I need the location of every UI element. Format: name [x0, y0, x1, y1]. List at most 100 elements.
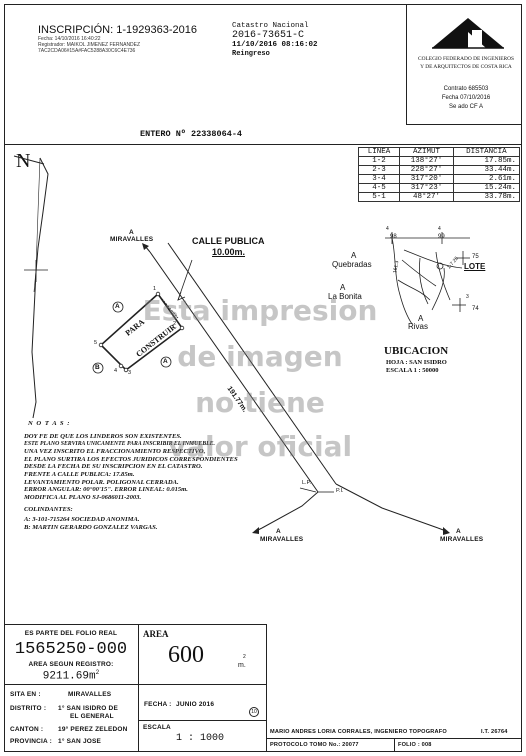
azimuth-table: LINEA AZIMUT DISTANCIA 1-2 138°27' 17.85… — [357, 147, 521, 202]
note-line: FRENTE A CALLE PUBLICA: 17.85m. — [24, 470, 135, 478]
location-labonita-a: A — [340, 283, 346, 292]
college-seal: Se ado CF A — [448, 104, 484, 110]
vertex-3-label: 3 — [128, 370, 132, 376]
watermark-line-2: de imagen — [177, 340, 343, 373]
note-line: DOY FE DE QUE LOS LINDEROS SON EXISTENTE… — [24, 433, 182, 440]
footer-col-divider-1 — [138, 624, 139, 752]
vertex-4-marker — [118, 363, 124, 369]
location-grid-4a: 4 — [386, 226, 389, 232]
miravalles-top-a: A — [129, 229, 134, 236]
sheet-number: 10 — [251, 709, 257, 715]
college-logo-icon — [432, 18, 504, 49]
azimuth-distance: 33.78m. — [452, 192, 521, 202]
location-lote-label: LOTE — [464, 262, 486, 271]
miravalles-top-label: MIRAVALLES — [110, 236, 154, 243]
folio-real-label: ES PARTE DEL FOLIO REAL — [24, 630, 118, 637]
vertex-4-label: 4 — [114, 368, 118, 374]
colindante-b-text: B: MARTIN GERARDO GONZALEZ VARGAS. — [24, 524, 158, 531]
college-date: Fecha 07/10/2016 — [441, 95, 491, 101]
footer-mid-line — [4, 684, 266, 685]
area-registro-sup: 2 — [95, 669, 100, 676]
note-line: ERROR ANGULAR: 00°00'15". ERROR LINEAL: … — [24, 486, 188, 494]
lot-frontage — [157, 293, 179, 319]
calle-arrow — [177, 291, 186, 301]
folio-real-number: 1565250-000 — [14, 640, 128, 659]
escala-value: 1 : 1000 — [176, 733, 225, 744]
inscription-title: INSCRIPCIÓN: 1-1929363-2016 — [38, 24, 197, 36]
vertex-5-label: 5 — [94, 340, 98, 346]
escala-label: ESCALA — [143, 724, 171, 731]
footer-folio-divider — [394, 738, 395, 752]
north-label: N — [16, 150, 31, 172]
ubicacion-hoja: HOJA : SAN ISIDRO — [386, 359, 447, 366]
college-name-line2: Y DE ARQUITECTOS DE COSTA RICA — [420, 64, 512, 70]
watermark-line-3: no tiene — [195, 386, 325, 419]
road-edge-right — [167, 242, 337, 485]
inscription-registrar: Registrador: MAIKOL JIMENEZ FERNANDEZ — [38, 42, 141, 48]
fecha-value: JUNIO 2016 — [176, 701, 215, 708]
pi-label: P.I. — [336, 488, 344, 494]
ubicacion-title: UBICACION — [384, 345, 449, 357]
vertex-2-marker — [179, 325, 185, 331]
location-quebradas-a: A — [351, 251, 357, 260]
colindante-a-circle-2 — [160, 356, 172, 368]
location-labonita: La Bonita — [328, 292, 362, 301]
area-registro-number: 9211.69m — [42, 670, 96, 683]
miravalles-left-label: MIRAVALLES — [260, 536, 304, 543]
colindante-a-label-1: A — [115, 303, 120, 310]
footer-escala-line — [138, 720, 266, 721]
site-plan-drawing — [92, 232, 470, 535]
provincia-label: PROVINCIA : — [10, 738, 53, 745]
location-map — [385, 232, 470, 325]
colindante-a-circle-1 — [112, 301, 124, 313]
road-arrow-right-head — [443, 527, 450, 535]
colindantes-title: COLINDANTES: — [24, 506, 73, 513]
distrito-value-2: EL GENERAL — [70, 713, 114, 720]
area-registro-value: 9211.69m2 — [8, 669, 134, 683]
north-arrow-icon — [13, 155, 49, 419]
colindante-a-text: A: 3-101-715264 SOCIEDAD ANONIMA. — [24, 516, 140, 523]
area-registro-label: AREA SEGUN REGISTRO: — [28, 661, 114, 668]
vertex-1-label: 1 — [153, 286, 157, 292]
college-contract: Contrato 685503 — [443, 86, 489, 92]
vertex-1-marker — [155, 291, 161, 297]
college-box-bottom — [406, 124, 522, 125]
area-label: AREA — [143, 629, 169, 639]
ubicacion-escala: ESCALA 1 : 50000 — [386, 367, 439, 374]
location-grid-98: 98 — [390, 234, 397, 240]
location-quebradas: Quebradas — [332, 260, 372, 269]
vertex-2-label: 2 — [173, 321, 177, 327]
location-grid-75: 75 — [472, 254, 479, 260]
inscription-date: Fecha: 14/10/2016 16:40:22 — [38, 36, 101, 42]
azimuth-line: 5-1 — [357, 192, 401, 202]
lp-line — [299, 487, 317, 493]
colindante-b-circle — [92, 362, 104, 374]
road-arrow-left-head — [252, 527, 259, 534]
calle-width-label: 10.00m. — [212, 247, 246, 257]
location-rivas-a: A — [418, 314, 424, 323]
area-unit: m. — [238, 662, 246, 669]
road-bend-left — [261, 491, 319, 529]
drawing-frame — [4, 4, 522, 752]
miravalles-left-a: A — [276, 528, 281, 535]
college-box-divider — [406, 4, 407, 124]
watermark-line-4: valor oficial — [167, 430, 353, 463]
catastro-label: Catastro Nacional — [232, 22, 309, 30]
note-line: ESTE PLANO SERVIRA UNICAMENTE PARA INSCR… — [24, 440, 215, 447]
location-grid-3: 3 — [466, 294, 469, 300]
footer-col-divider-2 — [266, 624, 267, 752]
protocolo-label: PROTOCOLO TOMO No.: 20077 — [270, 742, 359, 748]
area-unit-sup: 2 — [243, 654, 246, 660]
miravalles-right-a: A — [456, 528, 461, 535]
vertex-3-marker — [123, 367, 129, 373]
fecha-label: FECHA : — [144, 701, 172, 708]
location-grid-99: 99 — [438, 234, 445, 240]
entero-number: ENTERO Nº 22338064-4 — [140, 129, 243, 139]
inscription-hash: 7AC2CDA06#15A#FAC5288A30C6C4E736 — [38, 48, 136, 54]
location-rivas: Rivas — [408, 322, 429, 331]
distrito-label: DISTRITO : — [10, 705, 47, 712]
note-line: UNA VEZ INSCRITO EL FRACCIONAMIENTO RESP… — [24, 448, 206, 456]
location-grid-74: 74 — [472, 306, 479, 312]
note-line: MODIFICA AL PLANO SJ-0686011-2003. — [24, 493, 142, 501]
road-arrow-top-head — [142, 243, 149, 250]
